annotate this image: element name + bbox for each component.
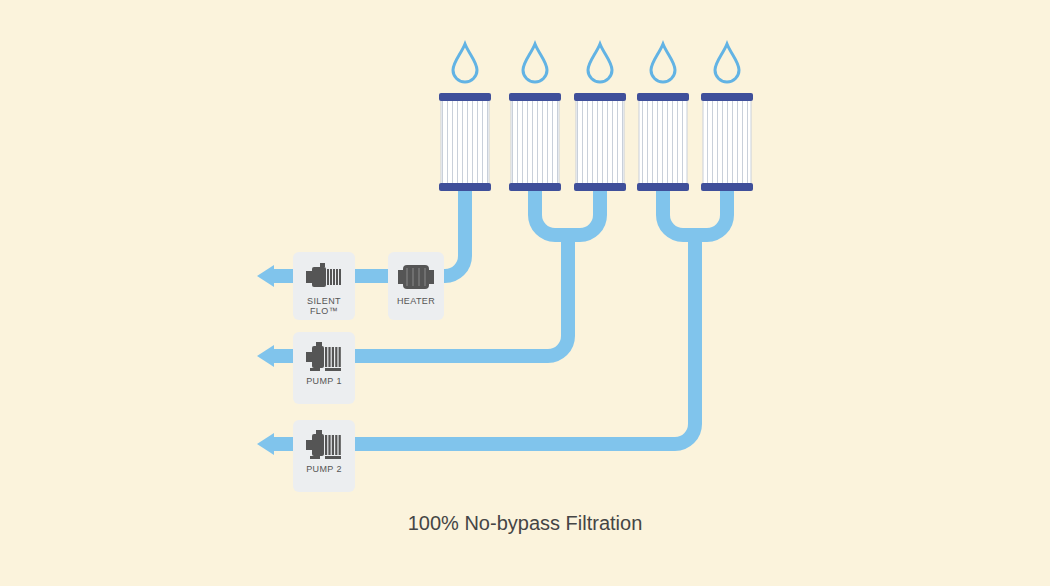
water-drop — [715, 44, 739, 82]
filter-cap — [439, 183, 491, 191]
filter-cap — [574, 93, 626, 101]
filter-cap — [637, 183, 689, 191]
equipment-icon — [304, 260, 344, 292]
pipe — [355, 235, 695, 444]
pump-box: PUMP 1 — [293, 332, 355, 404]
caption: 100% No-bypass Filtration — [0, 512, 1050, 535]
filter-cartridge — [703, 96, 751, 188]
equipment-label: HEATER — [388, 296, 444, 306]
filter-cap — [701, 183, 753, 191]
filter-cap — [439, 93, 491, 101]
arrowhead — [257, 265, 274, 287]
equipment-icon — [304, 428, 344, 460]
pump-box: PUMP 2 — [293, 420, 355, 492]
water-drop — [588, 44, 612, 82]
equipment-icon — [304, 340, 344, 372]
heater-box: HEATER — [388, 252, 444, 320]
arrowhead — [257, 345, 274, 367]
water-drop — [453, 44, 477, 82]
filter-cartridge — [576, 96, 624, 188]
filter-cap — [637, 93, 689, 101]
filter-cartridge — [639, 96, 687, 188]
water-drop — [651, 44, 675, 82]
filter-cap — [509, 93, 561, 101]
equipment-label: SILENT FLO™ — [293, 296, 355, 316]
filter-cap — [574, 183, 626, 191]
outflow-arrow — [272, 437, 294, 451]
pipe — [663, 186, 727, 235]
pipe — [535, 186, 600, 235]
equipment-label: PUMP 2 — [293, 464, 355, 474]
silent-flo-box: SILENT FLO™ — [293, 252, 355, 320]
filter-cartridge — [441, 96, 489, 188]
equipment-icon — [396, 260, 436, 292]
water-drop — [523, 44, 547, 82]
equipment-label: PUMP 1 — [293, 376, 355, 386]
filter-cap — [509, 183, 561, 191]
filter-cap — [701, 93, 753, 101]
pipe — [355, 235, 568, 356]
filter-cartridge — [511, 96, 559, 188]
arrowhead — [257, 433, 274, 455]
pipe — [443, 186, 465, 276]
outflow-arrow — [272, 269, 294, 283]
pipe-connector — [355, 276, 388, 277]
outflow-arrow — [272, 349, 294, 363]
